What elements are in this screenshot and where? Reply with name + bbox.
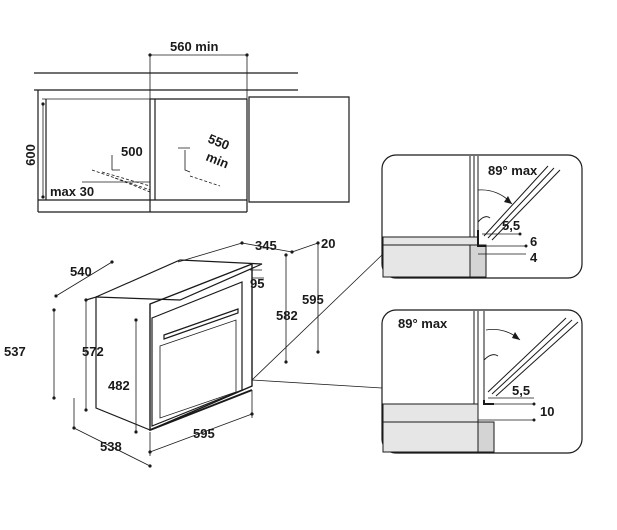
cabinet-height-label: 600 — [23, 144, 38, 166]
cabinet-drawing — [34, 53, 350, 213]
detail-top-d1-label: 5,5 — [502, 218, 520, 233]
detail-top-d2-label: 6 — [530, 234, 537, 249]
cabinet-bottom-gap-label: max 30 — [50, 184, 94, 199]
cabinet-depth-label: 500 — [121, 144, 143, 159]
oven-bottom-depth-label: 538 — [100, 439, 122, 454]
detail-bottom-panel — [381, 309, 583, 454]
oven-height-left-label: 537 — [4, 344, 26, 359]
oven-side-offset-label: 95 — [250, 276, 264, 291]
cabinet-width-label: 560 min — [170, 39, 218, 54]
detail-top-panel — [381, 154, 583, 279]
detail-bottom-d1-label: 5,5 — [512, 383, 530, 398]
oven-door-offset-label: 20 — [321, 236, 335, 251]
oven-height-left-inner-label: 572 — [82, 344, 104, 359]
detail-bottom-angle-label: 89° max — [398, 316, 448, 331]
oven-height-inner-label: 582 — [276, 308, 298, 323]
detail-top-d3-label: 4 — [530, 250, 538, 265]
cabinet-depth-min-suffix: min — [204, 149, 231, 172]
oven-door-height-label: 482 — [108, 378, 130, 393]
oven-bottom-width-label: 595 — [193, 426, 215, 441]
oven-height-outer-label: 595 — [302, 292, 324, 307]
oven-width-top-label: 540 — [70, 264, 92, 279]
oven-depth-top-label: 345 — [255, 238, 277, 253]
detail-bottom-d2-label: 10 — [540, 404, 554, 419]
detail-top-angle-label: 89° max — [488, 163, 538, 178]
oven-drawing — [52, 241, 383, 468]
